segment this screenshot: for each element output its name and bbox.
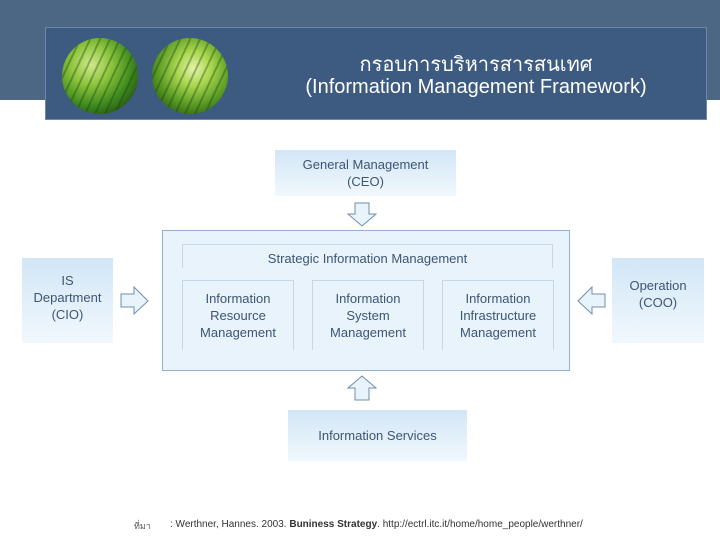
ism-line-1: Information — [335, 291, 400, 306]
cio-line-1: IS — [61, 273, 73, 288]
irm-line-3: Management — [200, 325, 276, 340]
source-prefix: : Werthner, Hannes. 2003. — [170, 519, 289, 530]
strategic-information-management-panel: Strategic Information Management Informa… — [162, 230, 570, 371]
coo-line-2: (COO) — [639, 295, 677, 310]
coo-line-1: Operation — [629, 278, 686, 293]
arrow-up-icon — [347, 376, 377, 401]
source-label: ที่มา — [134, 519, 151, 533]
title-english: (Information Management Framework) — [256, 76, 696, 99]
is-department-box: IS Department (CIO) — [22, 258, 113, 343]
information-services-box: Information Services — [288, 410, 467, 461]
general-management-box: General Management (CEO) — [275, 150, 456, 196]
ism-line-3: Management — [330, 325, 406, 340]
iim-line-3: Management — [460, 325, 536, 340]
ism-line-2: System — [346, 308, 389, 323]
ceo-line-2: (CEO) — [347, 174, 384, 189]
arrow-down-icon — [347, 203, 377, 227]
green-leaf-globe-icon — [152, 38, 228, 114]
title-panel: กรอบการบริหารสารสนเทศ (Information Manag… — [45, 27, 707, 120]
cio-line-2: Department — [34, 290, 102, 305]
ceo-line-1: General Management — [303, 157, 429, 172]
iim-line-1: Information — [465, 291, 530, 306]
services-label: Information Services — [318, 427, 437, 444]
irm-line-1: Information — [205, 291, 270, 306]
arrow-left-icon — [578, 287, 606, 315]
green-globe-icon — [62, 38, 138, 114]
arrow-right-icon — [121, 287, 149, 315]
source-book-title: Buniness Strategy — [289, 519, 377, 530]
iim-line-2: Infrastructure — [460, 308, 537, 323]
operation-box: Operation (COO) — [612, 258, 704, 343]
source-url: . http://ectrl.itc.it/home/home_people/w… — [377, 519, 583, 530]
cio-line-3: (CIO) — [52, 307, 84, 322]
irm-line-2: Resource — [210, 308, 266, 323]
strategic-header: Strategic Information Management — [182, 244, 553, 268]
source-citation: : Werthner, Hannes. 2003. Buniness Strat… — [170, 519, 583, 530]
